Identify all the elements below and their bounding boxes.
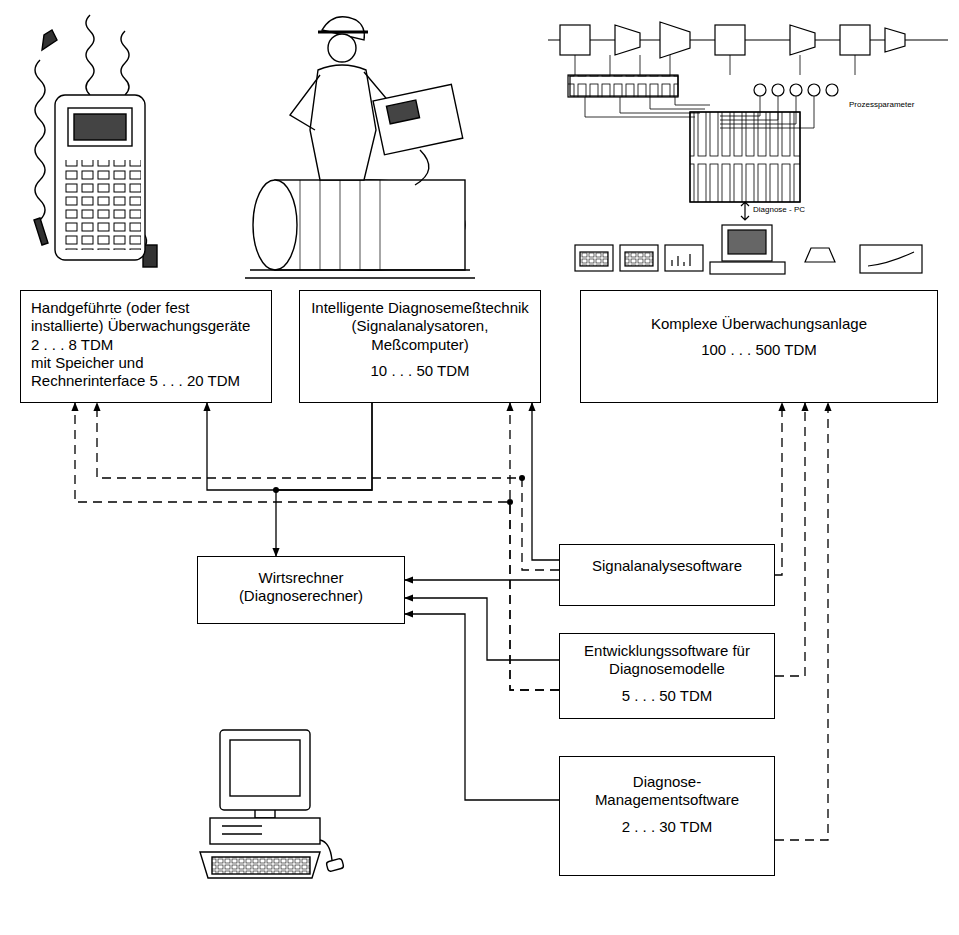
illustration-label: Prozessparameter <box>848 100 915 109</box>
diagram-box: Komplexe Überwachungsanlage 100 . . . 500… <box>580 290 938 403</box>
box-text: Wirtsrechner (Diagnoserechner) <box>208 569 394 606</box>
box-text: 5 . . . 50 TDM <box>570 687 764 705</box>
diagram-box: Handgeführte (oder fest installierte) Üb… <box>20 290 272 403</box>
box-text: 100 . . . 500 TDM <box>591 341 927 359</box>
diagram-box: Diagnose-Managementsoftware 2 . . . 30 TD… <box>559 756 775 876</box>
solid-connector <box>532 403 559 560</box>
solid-connector <box>405 598 559 660</box>
box-text: Signalanalysesoftware <box>570 557 764 575</box>
handheld-device <box>34 15 157 267</box>
illustration-label: Diagnose - PC <box>752 205 806 214</box>
dashed-connector <box>775 403 805 676</box>
solid-connector <box>405 614 559 800</box>
box-text: Handgeführte (oder fest installierte) Üb… <box>31 299 261 354</box>
diagram-box: Intelligente Diagnosemeßtechnik (Signala… <box>299 290 541 403</box>
solid-connector <box>276 403 372 556</box>
box-text: 10 . . . 50 TDM <box>310 362 530 380</box>
dashed-connector <box>75 403 559 690</box>
diagram-box: Signalanalysesoftware <box>559 544 775 606</box>
diagram-box: Entwicklungssoftware für Diagnosemodelle… <box>559 633 775 719</box>
box-text: Intelligente Diagnosemeßtechnik (Signala… <box>310 299 530 354</box>
worker-illustration <box>245 17 475 278</box>
box-text: mit Speicher und Rechnerinterface 5 . . … <box>31 354 261 391</box>
dashed-connector <box>775 403 828 840</box>
solid-connector <box>207 403 372 490</box>
diagram-box: Wirtsrechner (Diagnoserechner) <box>197 556 405 624</box>
dashed-connector <box>510 403 559 690</box>
dashed-connector <box>775 403 782 575</box>
junction-dots <box>273 475 525 505</box>
box-text: Diagnose-Managementsoftware <box>570 773 764 810</box>
dashed-connector <box>97 403 559 570</box>
host-computer <box>200 730 344 878</box>
box-text: Entwicklungssoftware für Diagnosemodelle <box>570 642 764 679</box>
box-text: 2 . . . 30 TDM <box>570 818 764 836</box>
solid-connector <box>405 579 559 580</box>
box-text: Komplexe Überwachungsanlage <box>591 315 927 333</box>
plant-system <box>548 22 948 274</box>
